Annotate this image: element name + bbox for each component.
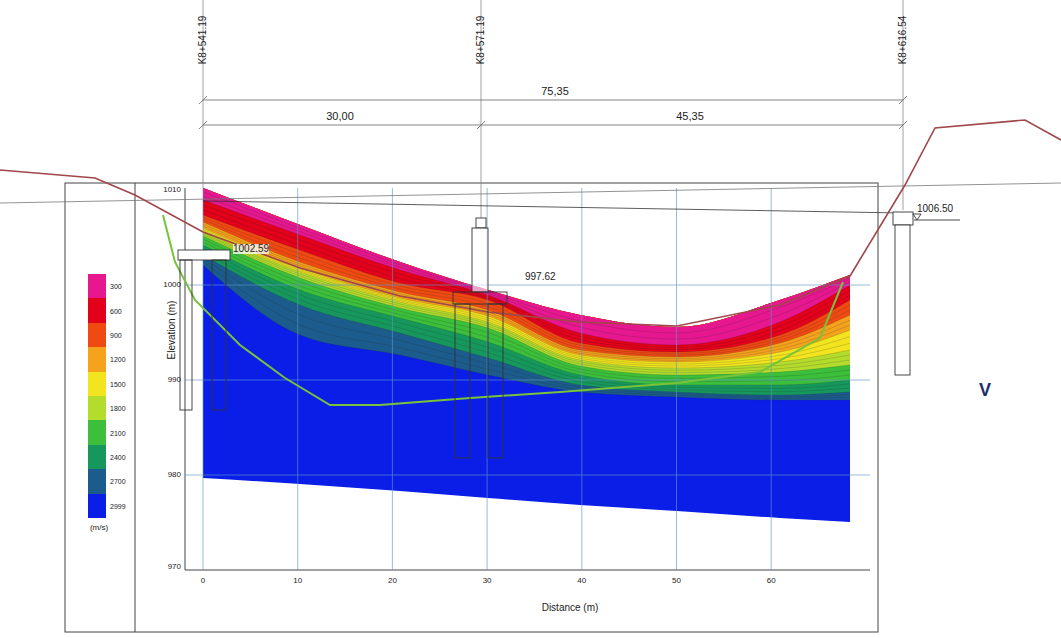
legend-entry: 300 xyxy=(88,274,134,298)
grid-line xyxy=(185,285,870,286)
zone-mark: V xyxy=(979,381,991,399)
legend-swatch xyxy=(88,445,106,470)
velocity-band xyxy=(203,188,850,352)
grid-line xyxy=(392,188,393,570)
legend-entry: 2100 xyxy=(88,420,134,444)
legend-swatch xyxy=(88,372,106,397)
velocity-band xyxy=(203,188,850,385)
legend-entry: 2700 xyxy=(88,469,134,493)
tick-label: 40 xyxy=(577,577,586,585)
contour-line xyxy=(203,192,850,333)
contour-line xyxy=(203,226,850,360)
elevation-label: 1002.59 xyxy=(233,244,269,254)
legend-text: 2700 xyxy=(110,478,126,485)
tick-label: 60 xyxy=(767,577,776,585)
legend-text: 300 xyxy=(110,283,122,290)
velocity-band xyxy=(203,188,850,375)
legend-entry: 600 xyxy=(88,298,134,322)
elevation-label: 997.62 xyxy=(525,272,556,282)
velocity-band xyxy=(203,188,850,395)
legend-swatch xyxy=(88,347,106,372)
velocity-band xyxy=(203,188,850,522)
contour-line xyxy=(203,236,850,375)
legend-swatch xyxy=(88,298,106,323)
legend-swatch xyxy=(88,396,106,421)
legend-text: 900 xyxy=(110,331,122,338)
legend-swatch xyxy=(88,420,106,445)
legend-swatch xyxy=(88,469,106,494)
dimension-lines xyxy=(199,96,907,129)
contour-line xyxy=(203,229,850,364)
legend-text: 2999 xyxy=(110,502,126,509)
contour-line xyxy=(203,258,850,396)
legend-text: 2400 xyxy=(110,453,126,460)
legend-swatch xyxy=(88,494,106,519)
bridge-structure xyxy=(178,212,960,458)
contour-line xyxy=(203,239,850,378)
tick-label: 980 xyxy=(168,471,181,479)
contour-line xyxy=(203,222,850,357)
tick-label: 970 xyxy=(168,563,181,571)
grid-line xyxy=(676,188,677,570)
velocity-band xyxy=(203,188,850,400)
legend-entry: 2999 xyxy=(88,494,134,518)
station-lines xyxy=(203,0,903,218)
tick-label: 50 xyxy=(672,577,681,585)
tick-label: 1000 xyxy=(163,281,181,289)
station-label: K8+541.19 xyxy=(198,16,208,65)
legend-text: 600 xyxy=(110,307,122,314)
tick-label: 10 xyxy=(293,577,302,585)
velocity-bands xyxy=(203,188,850,522)
tick-label: 0 xyxy=(201,577,205,585)
contour-line xyxy=(203,210,850,350)
legend-entry: 900 xyxy=(88,323,134,347)
legend-text: 1200 xyxy=(110,356,126,363)
legend-entry: 2400 xyxy=(88,445,134,469)
contour-line xyxy=(203,262,850,399)
tick-label: 1010 xyxy=(163,186,181,194)
contour-line xyxy=(203,200,850,345)
contour-line xyxy=(203,233,850,370)
legend-swatch xyxy=(88,274,106,299)
legend-text: 2100 xyxy=(110,429,126,436)
grid-line xyxy=(771,188,772,570)
legend-entry: 1800 xyxy=(88,396,134,420)
contour-line xyxy=(203,235,850,373)
legend-text: 1500 xyxy=(110,380,126,387)
legend-entry: 1500 xyxy=(88,372,134,396)
contour-line xyxy=(203,224,850,359)
legend-text: 1800 xyxy=(110,405,126,412)
contour-line xyxy=(203,217,850,353)
dimension-text: 30,00 xyxy=(326,111,354,122)
elevation-label: 1006.50 xyxy=(917,204,953,214)
tick-label: 20 xyxy=(388,577,397,585)
tick-label: 30 xyxy=(483,577,492,585)
legend-unit: (m/s) xyxy=(90,524,108,532)
grid-line xyxy=(185,475,870,476)
axis-title: Distance (m) xyxy=(542,603,599,613)
grid-line xyxy=(203,188,204,570)
legend-swatch xyxy=(88,323,106,348)
axis-title: Elevation (m) xyxy=(167,301,177,360)
contour-line xyxy=(203,242,850,382)
dimension-text: 75,35 xyxy=(541,86,569,97)
contour-line xyxy=(203,231,850,366)
grid-line xyxy=(297,188,298,570)
contour-line xyxy=(203,252,850,392)
legend-entry: 1200 xyxy=(88,347,134,371)
station-label: K8+616.54 xyxy=(898,16,908,65)
grid-line xyxy=(581,188,582,570)
contour-line xyxy=(203,248,850,388)
velocity-band xyxy=(203,188,850,345)
velocity-band xyxy=(203,188,850,362)
ground-lines xyxy=(0,120,1061,405)
frame xyxy=(65,183,878,632)
tick-label: 990 xyxy=(168,376,181,384)
station-label: K8+571.19 xyxy=(476,16,486,65)
dimension-text: 45,35 xyxy=(676,111,704,122)
